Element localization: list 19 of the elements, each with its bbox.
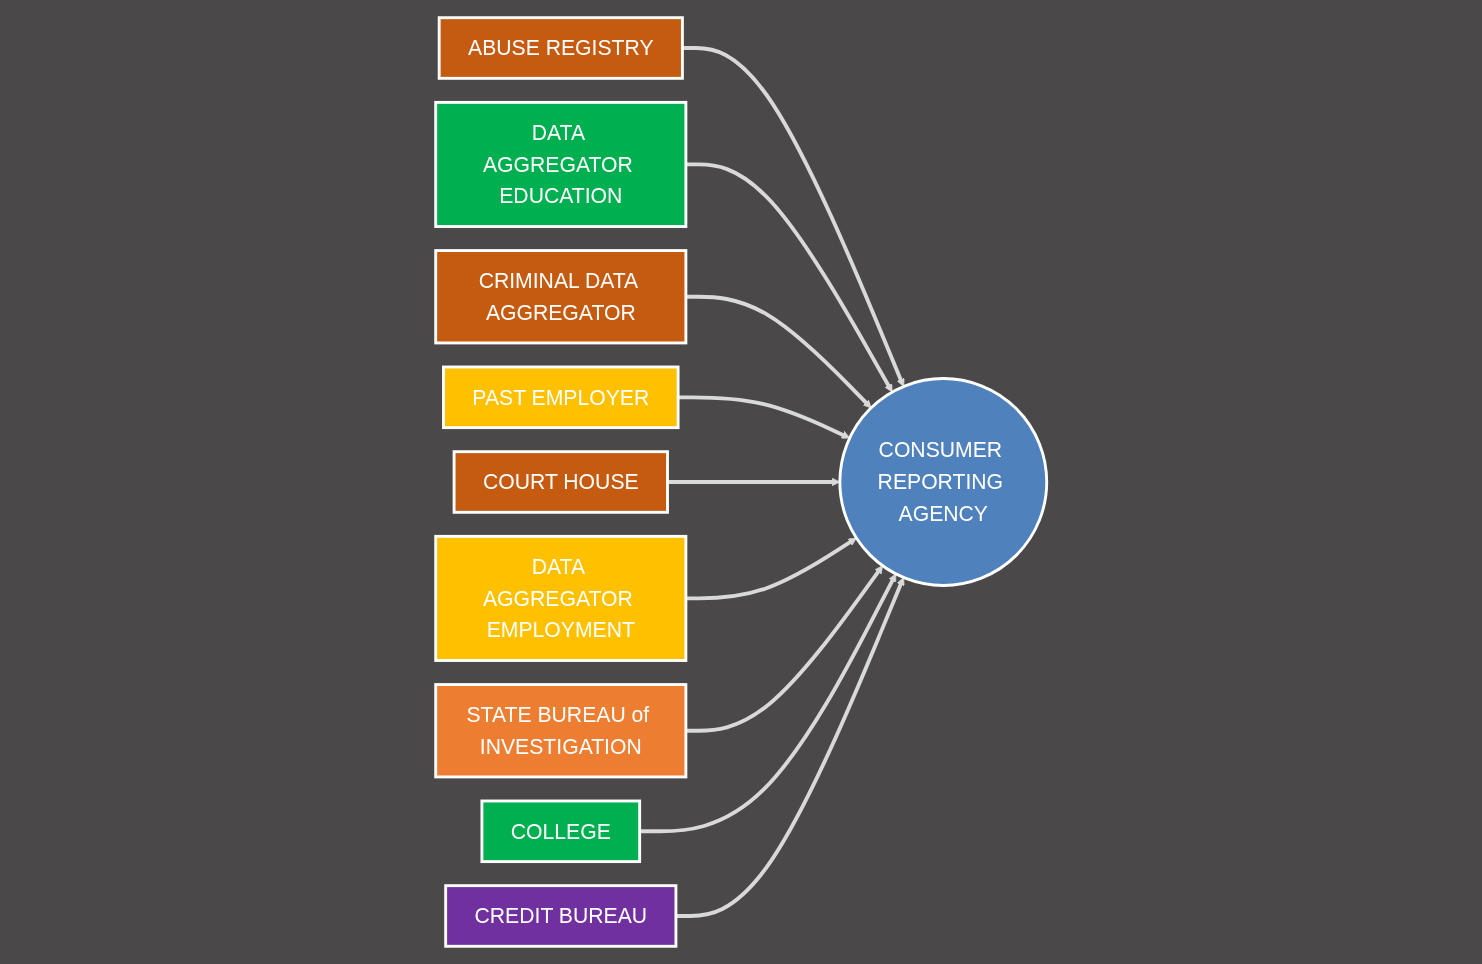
arrow	[639, 573, 896, 834]
arrow	[685, 565, 883, 733]
node-box: DATA AGGREGATOR EMPLOYMENT	[434, 534, 688, 662]
node-box: CREDIT BUREAU	[444, 884, 678, 948]
arrow	[685, 162, 893, 393]
arrow	[682, 46, 905, 387]
arrow	[685, 294, 872, 409]
arrow	[677, 395, 850, 439]
node-box: PAST EMPLOYER	[441, 365, 680, 430]
node-box: ABUSE REGISTRY	[437, 16, 684, 80]
node-circle: CONSUMER REPORTING AGENCY	[838, 377, 1048, 587]
arrow	[685, 537, 857, 601]
node-box: COLLEGE	[480, 799, 641, 864]
node-box: CRIMINAL DATA AGGREGATOR	[434, 249, 688, 345]
node-box: STATE BUREAU of INVESTIGATION	[434, 683, 688, 779]
arrow	[667, 477, 840, 487]
node-box: DATA AGGREGATOR EDUCATION	[434, 100, 688, 228]
arrow	[675, 577, 905, 918]
node-box: COURT HOUSE	[452, 450, 669, 514]
